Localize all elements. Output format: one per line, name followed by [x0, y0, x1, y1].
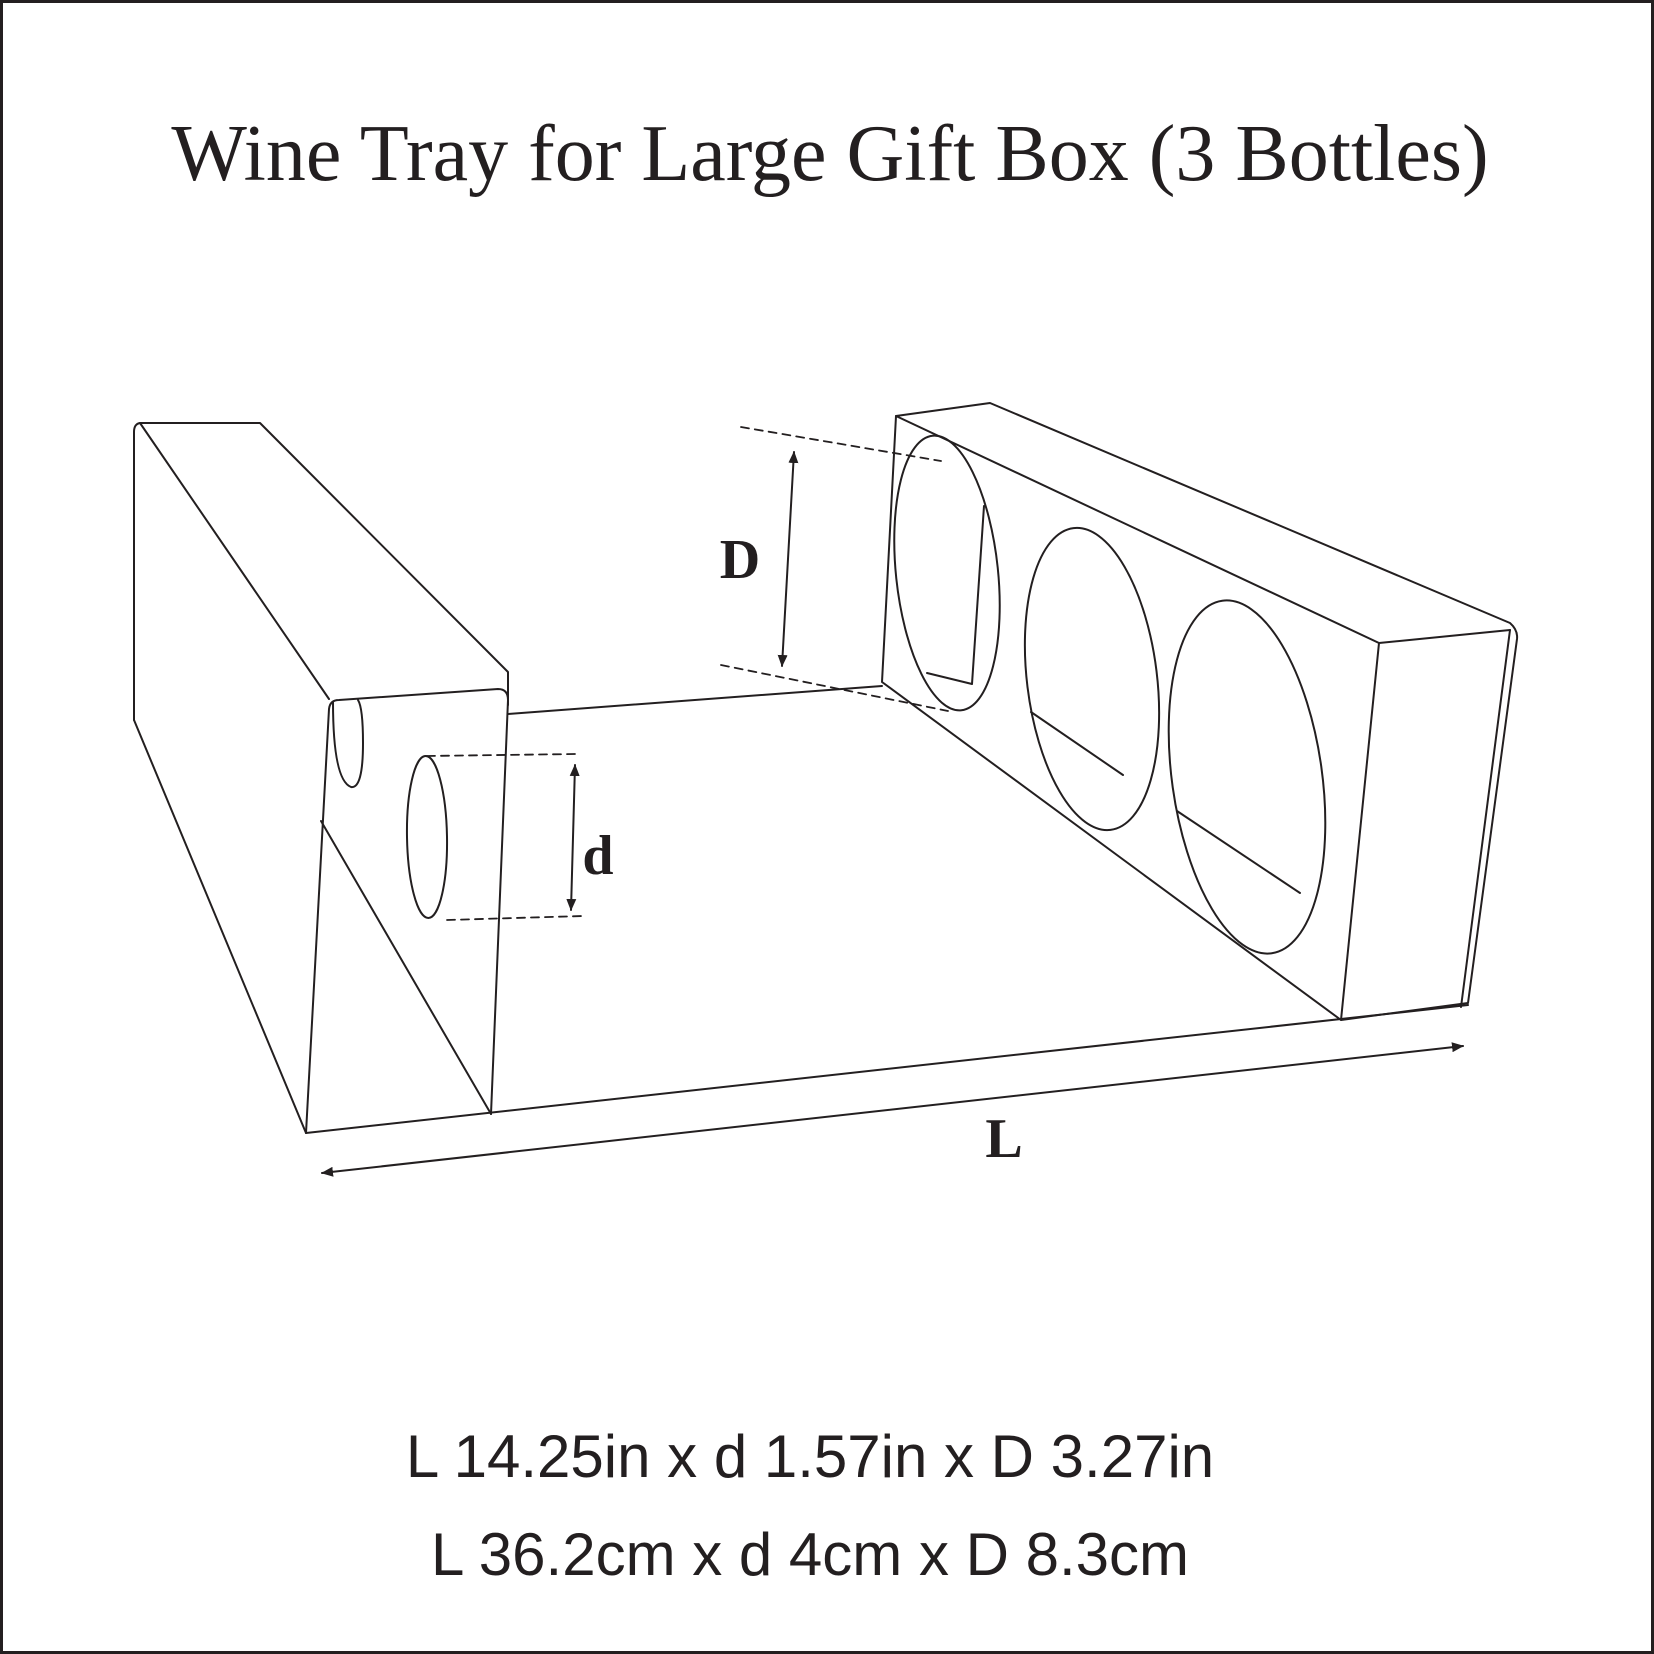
- L-label: L: [985, 1108, 1022, 1170]
- dimension-guides: [426, 426, 949, 921]
- large-bottle-hole-2: [1023, 526, 1161, 832]
- large-bottle-hole-3: [1167, 599, 1327, 955]
- tray-floor: [305, 685, 1469, 1134]
- d-label: d: [582, 825, 613, 887]
- d-arrow: [566, 764, 580, 911]
- right-long-panel: [881, 402, 1519, 1021]
- diagram-title: Wine Tray for Large Gift Box (3 Bottles): [171, 110, 1489, 198]
- d-extension-bottom: [446, 915, 584, 921]
- wine-tray-drawing: D d L: [133, 402, 1519, 1177]
- D-extension-top: [740, 426, 942, 462]
- D-extension-bottom: [720, 664, 949, 712]
- d-extension-top: [426, 753, 578, 757]
- large-bottle-hole-1: [893, 434, 1001, 712]
- left-end-panel: [133, 422, 509, 1134]
- D-label: D: [720, 529, 760, 591]
- left-panel-edge-hole: [332, 699, 364, 788]
- dimension-arrows: [321, 451, 1464, 1177]
- spec-metric: L 36.2cm x d 4cm x D 8.3cm: [430, 1521, 1190, 1588]
- L-arrow: [321, 1042, 1464, 1177]
- spec-imperial: L 14.25in x d 1.57in x D 3.27in: [405, 1423, 1215, 1490]
- small-bottle-hole: [405, 755, 449, 919]
- D-arrow: [777, 451, 799, 667]
